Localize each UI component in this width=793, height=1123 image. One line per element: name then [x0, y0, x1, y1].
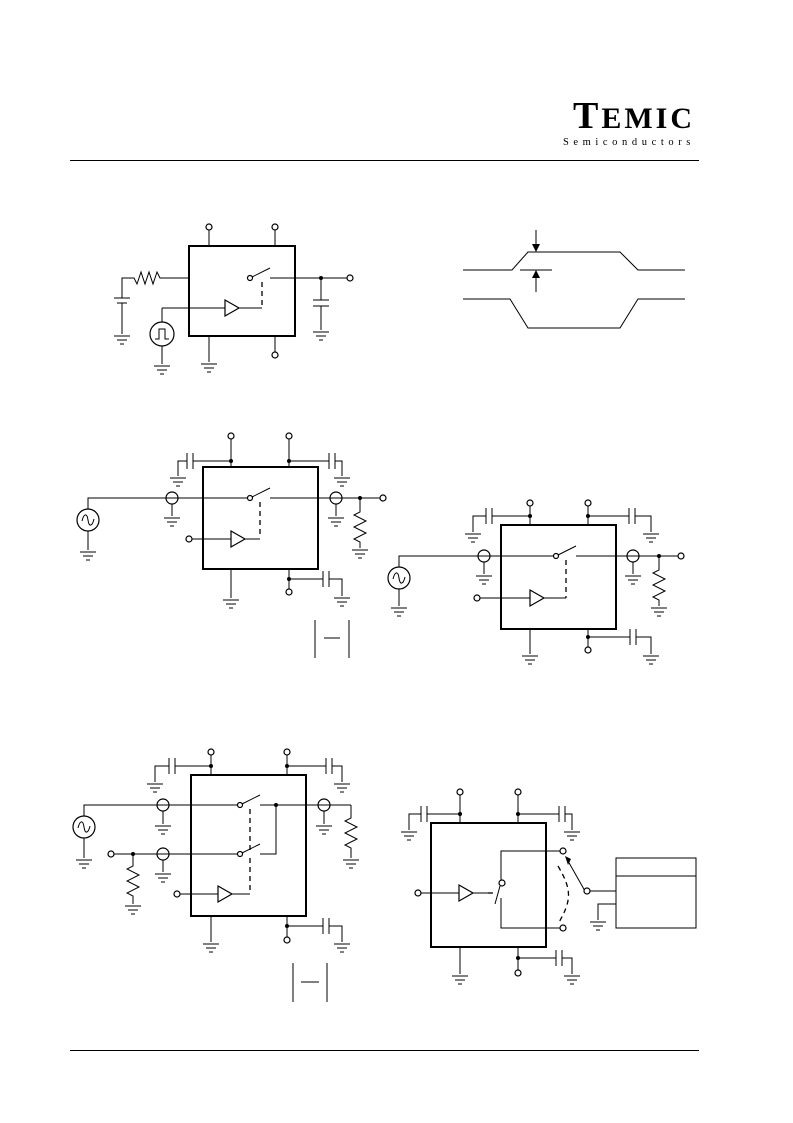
brand-initial: T: [572, 95, 602, 137]
figure-6-capacitance-circuit: [400, 788, 697, 985]
figure-3-off-isolation-circuit: [76, 432, 387, 658]
header-rule: [70, 160, 699, 161]
figure-1-switching-test-circuit: [113, 223, 354, 375]
brand-rest: EMIC: [601, 102, 695, 135]
brand-subtitle: Semiconductors: [562, 137, 695, 148]
brand-name: TEMIC: [563, 97, 695, 135]
figure-5-crosstalk-circuit: [72, 748, 360, 1002]
figure-4-insertion-loss-circuit: [387, 499, 685, 665]
temic-logo: TEMIC Semiconductors: [562, 97, 695, 148]
footer-rule: [70, 1050, 699, 1051]
figure-2-timing-waveform: [463, 230, 685, 329]
